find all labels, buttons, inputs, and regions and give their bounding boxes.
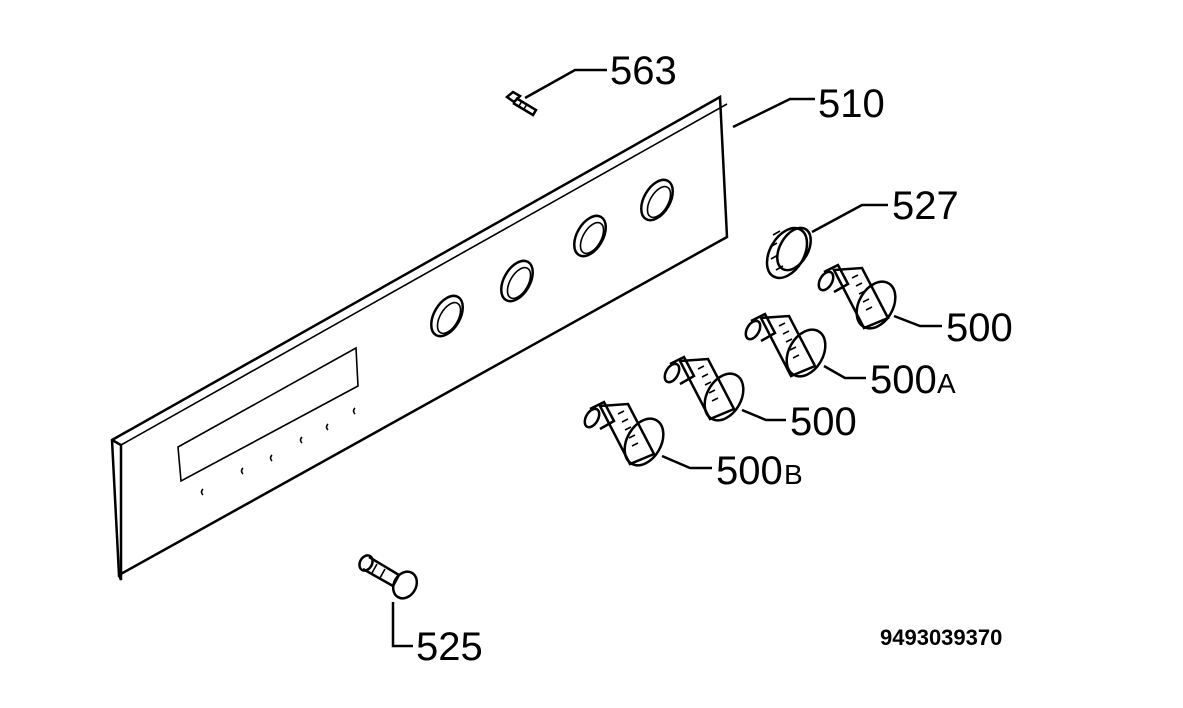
knob-holes [430,178,674,338]
knob-500a [744,312,827,378]
leader-500a [823,364,866,380]
label-500a-number: 500 [870,358,937,402]
knob-500-middle [663,355,745,422]
leader-500b [661,454,712,470]
label-525: 525 [416,625,483,669]
label-500b-number: 500 [716,449,783,493]
label-500b-suffix: B [784,459,803,490]
indicator-marks [200,407,356,496]
label-527: 527 [892,184,959,228]
screw-525 [358,554,419,600]
display-window [177,346,359,483]
label-510: 510 [818,82,885,126]
knob-500b [583,400,665,467]
label-500-top: 500 [946,306,1013,350]
knob-500-top [817,263,897,330]
screw-563 [504,90,538,117]
control-panel [110,94,729,581]
leader-500-top [893,314,942,328]
ring-527 [765,226,812,280]
leader-510 [732,97,815,129]
leader-527 [811,203,888,234]
leader-525 [391,602,413,648]
leader-500-middle [741,408,786,422]
label-563: 563 [610,49,677,93]
label-500a-suffix: A [937,368,956,399]
leader-563 [524,68,607,100]
document-number: 9493039370 [880,625,1002,650]
label-500-middle: 500 [790,400,857,444]
